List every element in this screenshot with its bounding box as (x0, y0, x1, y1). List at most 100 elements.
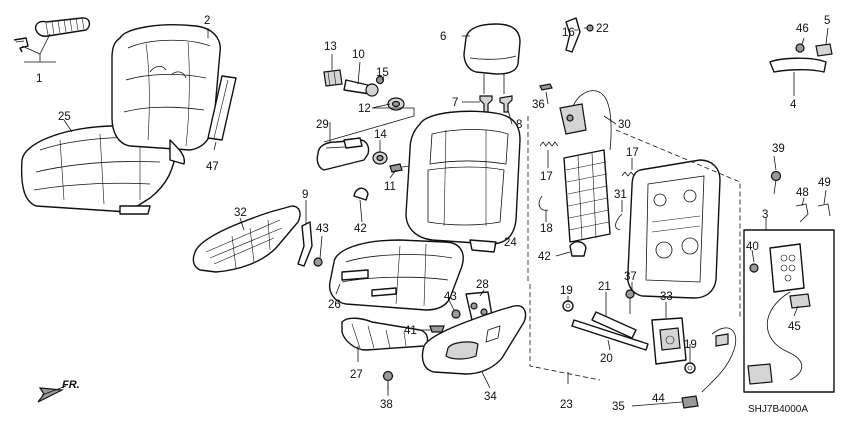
part-side-trim-32 (192, 205, 301, 273)
part-spring-17a (539, 141, 559, 147)
part-screw-43a (313, 257, 323, 267)
assembly-boundary (527, 116, 741, 381)
part-bolt-11 (389, 163, 411, 173)
part-bracket-49 (817, 203, 831, 217)
part-washer-19a (562, 300, 574, 312)
part-rod-20 (571, 319, 649, 351)
callout-35: 35 (612, 401, 625, 413)
callout-34: 34 (484, 391, 497, 403)
callout-10: 10 (352, 49, 365, 61)
part-handle-4 (769, 57, 827, 73)
part-trim-strip-47 (207, 75, 237, 141)
part-screw-43b (451, 309, 461, 319)
callout-49: 49 (818, 177, 831, 189)
part-seat-back-pad-24 (405, 110, 521, 253)
callout-41: 41 (404, 325, 417, 337)
callout-19b: 19 (684, 339, 697, 351)
part-clip-1 (13, 17, 91, 53)
part-connector-44 (681, 395, 699, 409)
part-seat-cushion-pad-26 (328, 239, 464, 311)
callout-6: 6 (440, 31, 446, 43)
callout-24: 24 (504, 237, 517, 249)
part-guide-7 (479, 95, 493, 113)
part-shaft-10 (343, 79, 379, 97)
leader-lines (21, 27, 829, 407)
part-side-trim-34 (421, 305, 527, 375)
part-clip-41 (429, 325, 445, 333)
callout-42b: 42 (538, 251, 551, 263)
callout-40: 40 (746, 241, 759, 253)
part-cable-30 (559, 90, 612, 151)
part-wire-18 (538, 195, 549, 211)
callout-12: 12 (358, 103, 371, 115)
part-guide-8 (499, 95, 513, 113)
callout-48: 48 (796, 187, 809, 199)
callout-43b: 43 (444, 291, 457, 303)
callout-15: 15 (376, 67, 389, 79)
part-knob-13 (323, 69, 343, 87)
callout-44: 44 (652, 393, 665, 405)
part-screw-36 (539, 83, 553, 91)
callout-17a: 17 (540, 171, 553, 183)
part-clip-42a (353, 187, 369, 201)
part-clip-42b (569, 241, 587, 257)
callout-5: 5 (824, 15, 830, 27)
front-direction-arrow (37, 385, 67, 403)
callout-3: 3 (762, 209, 768, 221)
callout-19a: 19 (560, 285, 573, 297)
callout-39: 39 (772, 143, 785, 155)
callout-18: 18 (540, 223, 553, 235)
callout-22: 22 (596, 23, 609, 35)
diagram-code: SHJ7B4000A (748, 404, 808, 415)
callout-labels: 1 2 3 4 5 6 7 8 9 10 11 12 13 14 15 16 1… (36, 15, 831, 413)
callout-26: 26 (328, 299, 341, 311)
part-wire-31 (615, 213, 623, 231)
callout-38: 38 (380, 399, 393, 411)
part-bolt-39 (770, 170, 782, 195)
part-washer-19b (684, 362, 696, 374)
callout-14: 14 (374, 129, 387, 141)
callout-46: 46 (796, 23, 809, 35)
callout-37: 37 (624, 271, 637, 283)
front-direction-label: FR. (62, 379, 80, 391)
part-bolt-37 (625, 289, 635, 314)
part-harness-35 (701, 327, 737, 393)
part-nut-15 (375, 75, 385, 85)
part-collar-12 (387, 97, 405, 111)
callout-2: 2 (204, 15, 210, 27)
callout-16: 16 (562, 27, 575, 39)
callout-42a: 42 (354, 223, 367, 235)
part-cap-5 (815, 43, 833, 57)
callout-25: 25 (58, 111, 71, 123)
callout-21: 21 (598, 281, 611, 293)
callout-23: 23 (560, 399, 573, 411)
part-seat-back-frame (626, 159, 721, 299)
part-lumbar-support (563, 149, 611, 243)
callout-45: 45 (788, 321, 801, 333)
part-bracket-9 (297, 221, 313, 267)
part-seat-back-cover (111, 24, 221, 165)
callout-30: 30 (618, 119, 631, 131)
part-bushing-14 (372, 151, 388, 165)
callout-27: 27 (350, 369, 363, 381)
callout-33: 33 (660, 291, 673, 303)
part-bracket-48 (795, 203, 809, 223)
callout-1: 1 (36, 73, 42, 85)
part-armrest-29 (316, 137, 370, 171)
part-motor-33 (651, 317, 687, 365)
callout-17b: 17 (626, 147, 639, 159)
callout-28: 28 (476, 279, 489, 291)
part-screw-46 (795, 43, 805, 53)
part-side-panel-27 (341, 317, 429, 351)
part-tube-21 (591, 311, 637, 339)
callout-47: 47 (206, 161, 219, 173)
callout-32: 32 (234, 207, 247, 219)
part-switch-assembly-3 (743, 229, 835, 393)
callout-4: 4 (790, 99, 797, 111)
callout-31: 31 (614, 189, 627, 201)
callout-11: 11 (384, 181, 396, 193)
part-lever-16 (565, 17, 581, 53)
callout-29: 29 (316, 119, 329, 131)
callout-13: 13 (324, 41, 337, 53)
